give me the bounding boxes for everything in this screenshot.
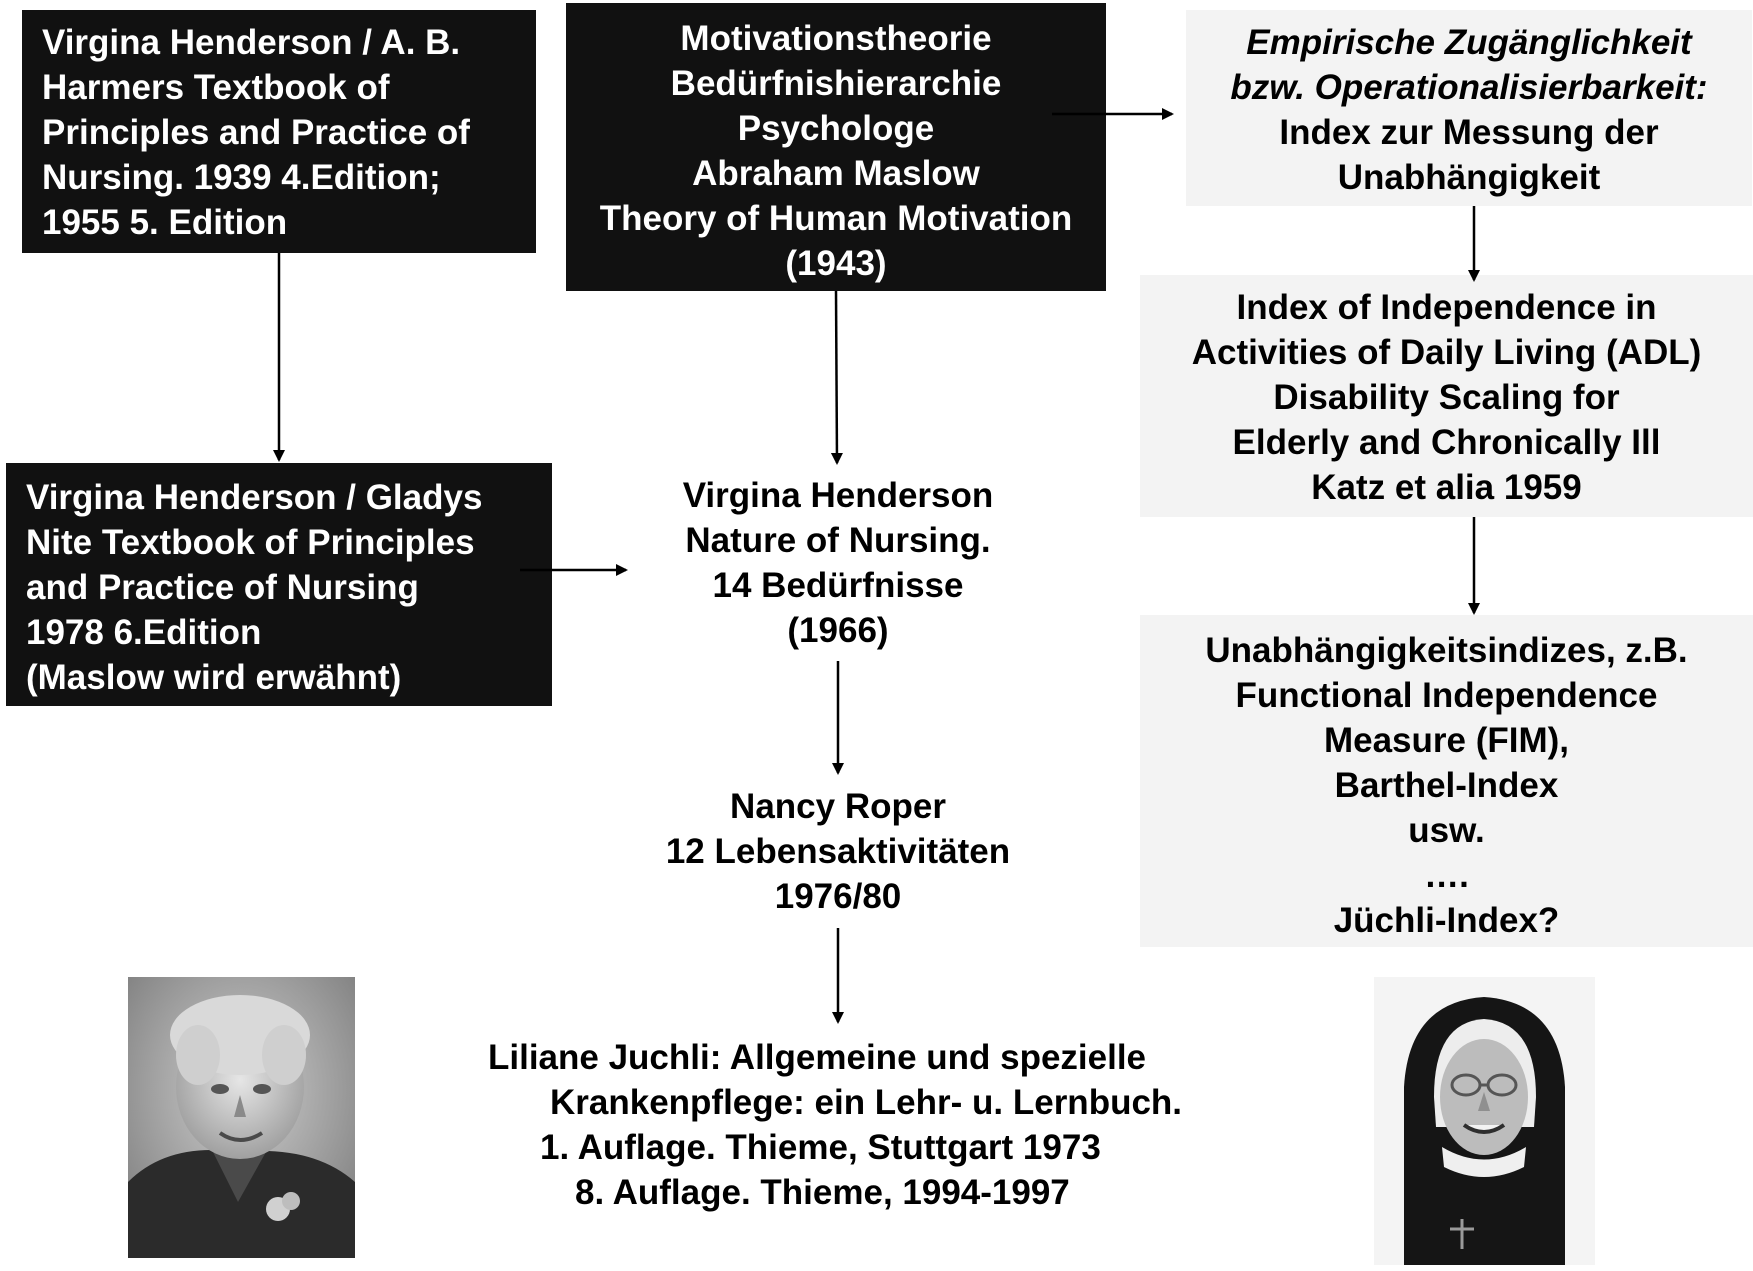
node-line: Liliane Juchli: Allgemeine und spezielle xyxy=(488,1038,1147,1077)
node-line: Harmers Textbook of xyxy=(42,68,390,107)
node-line: 14 Bedürfnisse xyxy=(712,566,964,605)
node-line: Index of Independence in xyxy=(1236,288,1657,327)
node-line: Unabhängigkeitsindizes, z.B. xyxy=(1205,631,1688,670)
node-line: (1943) xyxy=(785,244,887,283)
node-line: Krankenpflege: ein Lehr- u. Lernbuch. xyxy=(550,1083,1183,1122)
node-line: …. xyxy=(1424,856,1469,895)
node-nancy-roper: Nancy Roper 12 Lebensaktivitäten 1976/80 xyxy=(638,784,1038,924)
node-line: Measure (FIM), xyxy=(1323,721,1570,760)
node-line: Virgina Henderson xyxy=(682,476,994,515)
portrait-nun-svg xyxy=(1374,977,1595,1265)
node-juchli: Liliane Juchli: Allgemeine und spezielle… xyxy=(480,1035,1240,1220)
node-maslow: Motivationstheorie Bedürfnishierarchie P… xyxy=(566,3,1106,291)
portrait-nun-image xyxy=(1374,977,1595,1265)
node-line: Theory of Human Motivation xyxy=(599,199,1073,238)
node-line: Barthel-Index xyxy=(1334,766,1559,805)
node-line: Activities of Daily Living (ADL) xyxy=(1191,333,1702,372)
node-line: 12 Lebensaktivitäten xyxy=(665,832,1011,871)
node-line: Psychologe xyxy=(737,109,935,148)
node-line: Empirische Zugänglichkeit xyxy=(1246,23,1692,62)
node-line: Index zur Messung der xyxy=(1279,113,1659,152)
node-line: Disability Scaling for xyxy=(1273,378,1620,417)
portrait-elderly-woman-image xyxy=(128,977,355,1258)
node-line: Jüchli-Index? xyxy=(1333,901,1560,940)
node-line: Functional Independence xyxy=(1235,676,1658,715)
node-line: 1978 6.Edition xyxy=(26,613,262,652)
node-katz-adl: Index of Independence in Activities of D… xyxy=(1140,275,1753,517)
node-line: Virgina Henderson / Gladys xyxy=(26,478,483,517)
node-line: Nite Textbook of Principles xyxy=(26,523,475,562)
node-line: Motivationstheorie xyxy=(680,19,992,58)
node-line: Bedürfnishierarchie xyxy=(670,64,1002,103)
portrait-elderly-woman-svg xyxy=(128,977,355,1258)
node-henderson-harmer: Virgina Henderson / A. B. Harmers Textbo… xyxy=(22,10,536,253)
node-line: bzw. Operationalisierbarkeit: xyxy=(1230,68,1708,107)
node-line: Abraham Maslow xyxy=(692,154,980,193)
node-line: Elderly and Chronically Ill xyxy=(1232,423,1661,462)
node-line: 1. Auflage. Thieme, Stuttgart 1973 xyxy=(540,1128,1101,1167)
node-line: (Maslow wird erwähnt) xyxy=(26,658,402,697)
node-line: Unabhängigkeit xyxy=(1337,158,1601,197)
node-line: Katz et alia 1959 xyxy=(1311,468,1582,507)
node-henderson-nite: Virgina Henderson / Gladys Nite Textbook… xyxy=(6,463,552,706)
node-line: Nature of Nursing. xyxy=(685,521,991,560)
node-line: 1976/80 xyxy=(774,877,902,916)
node-line: 8. Auflage. Thieme, 1994-1997 xyxy=(575,1173,1070,1212)
node-line: usw. xyxy=(1408,811,1485,850)
node-line: Nancy Roper xyxy=(730,787,946,826)
node-nature-of-nursing: Virgina Henderson Nature of Nursing. 14 … xyxy=(638,473,1038,663)
node-line: 1955 5. Edition xyxy=(42,203,288,242)
node-line: and Practice of Nursing xyxy=(26,568,419,607)
node-line: Virgina Henderson / A. B. xyxy=(42,23,461,62)
node-independence-indices: Unabhängigkeitsindizes, z.B. Functional … xyxy=(1140,615,1753,947)
node-line: Principles and Practice of xyxy=(42,113,470,152)
node-line: Nursing. 1939 4.Edition; xyxy=(42,158,441,197)
node-line: (1966) xyxy=(787,611,889,650)
node-empirical-accessibility: Empirische Zugänglichkeit bzw. Operation… xyxy=(1186,10,1752,206)
arrow-maslow-to-nature xyxy=(830,290,843,465)
